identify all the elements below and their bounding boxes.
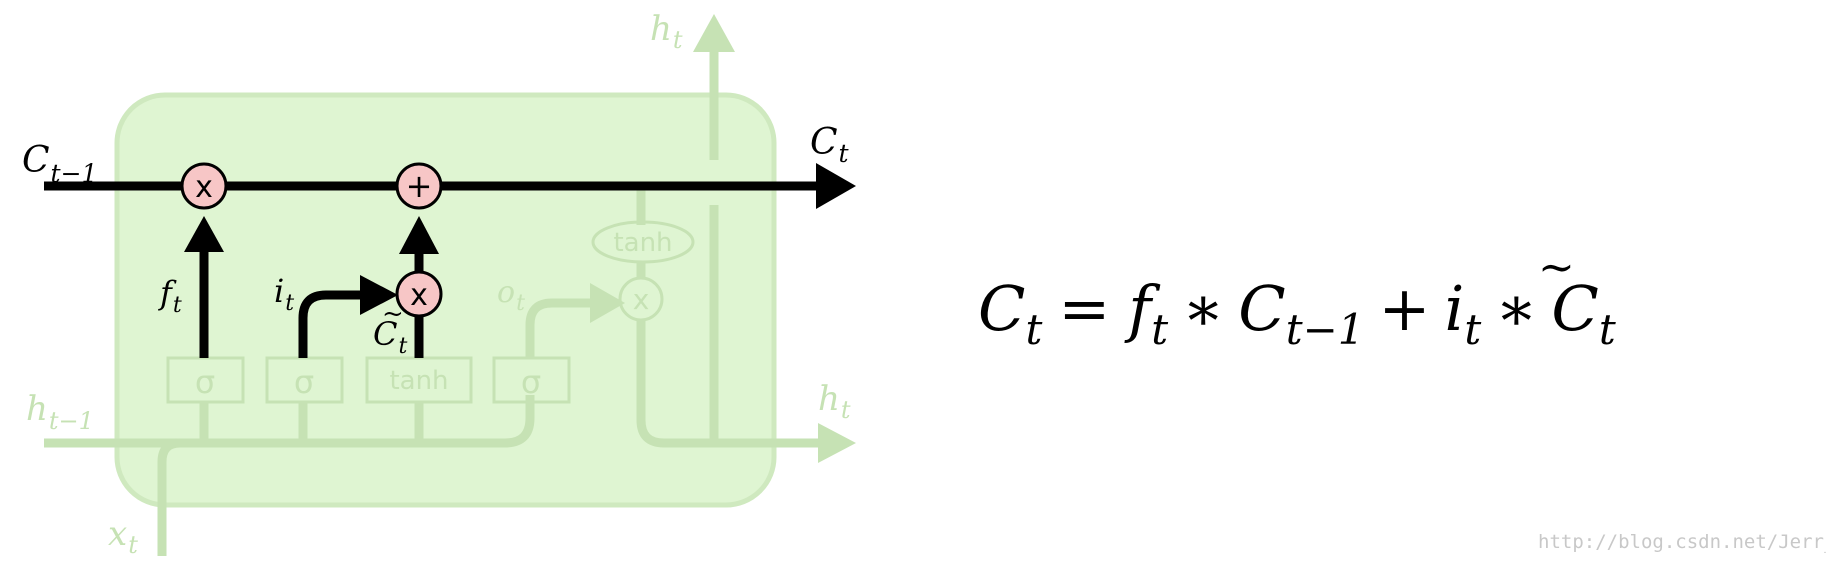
input-add-circle: [395, 162, 443, 210]
h-top-label: ht: [650, 9, 683, 54]
h-right-label: ht: [818, 379, 851, 424]
c-tilde-mark: ~: [382, 299, 404, 329]
input-gate-line: [298, 290, 363, 358]
equation-tilde-mark: ~: [1538, 242, 1575, 293]
forget-mult-label: x: [195, 170, 213, 205]
c-prev-label: Ct−1: [22, 140, 97, 188]
sigma-output-box: [492, 356, 571, 404]
c-out-label: Ct: [810, 122, 850, 168]
input-add-label: +: [406, 167, 433, 205]
faded-paths: [44, 52, 820, 556]
sigma-output-label: σ: [521, 363, 541, 401]
watermark: http://blog.csdn.net/Jerr__y: [1538, 531, 1826, 553]
input-mult-circle: [395, 270, 443, 318]
i-gate-label: it: [274, 272, 294, 316]
output-hidden-line: [636, 320, 820, 448]
output-gate-line: [525, 298, 595, 358]
output-gate-arrowhead: [590, 283, 625, 323]
cell-state-arrowhead: [816, 163, 856, 209]
x-input-line: [157, 438, 181, 556]
cell-update-equation: Ct=ft∗Ct−1+it∗Ct: [978, 272, 1616, 354]
output-mult-circle: [618, 276, 664, 322]
pointwise-ops: [180, 162, 443, 318]
tanh-output-ellipse: [591, 220, 695, 264]
hidden-state-input-line: [44, 395, 535, 448]
sigma-forget-label: σ: [195, 363, 215, 401]
input-gate-arrowhead: [360, 275, 398, 315]
output-mult-label: x: [633, 283, 650, 316]
gate-layers: [166, 220, 695, 404]
tanh-output-label: tanh: [613, 228, 672, 258]
h-right-arrowhead: [818, 423, 856, 463]
sigma-input-label: σ: [294, 363, 314, 401]
h-top-arrowhead: [693, 14, 735, 52]
tanh-candidate-label: tanh: [389, 366, 448, 396]
forget-gate-arrowhead: [184, 216, 224, 252]
input-add-arrowhead: [399, 216, 439, 254]
x-in-label: xt: [108, 514, 138, 559]
forget-mult-circle: [180, 162, 228, 210]
input-mult-label: x: [410, 278, 428, 313]
o-gate-label: ot: [497, 275, 525, 316]
h-prev-label: ht−1: [26, 389, 94, 435]
c-tilde-label: Ct: [373, 315, 407, 359]
